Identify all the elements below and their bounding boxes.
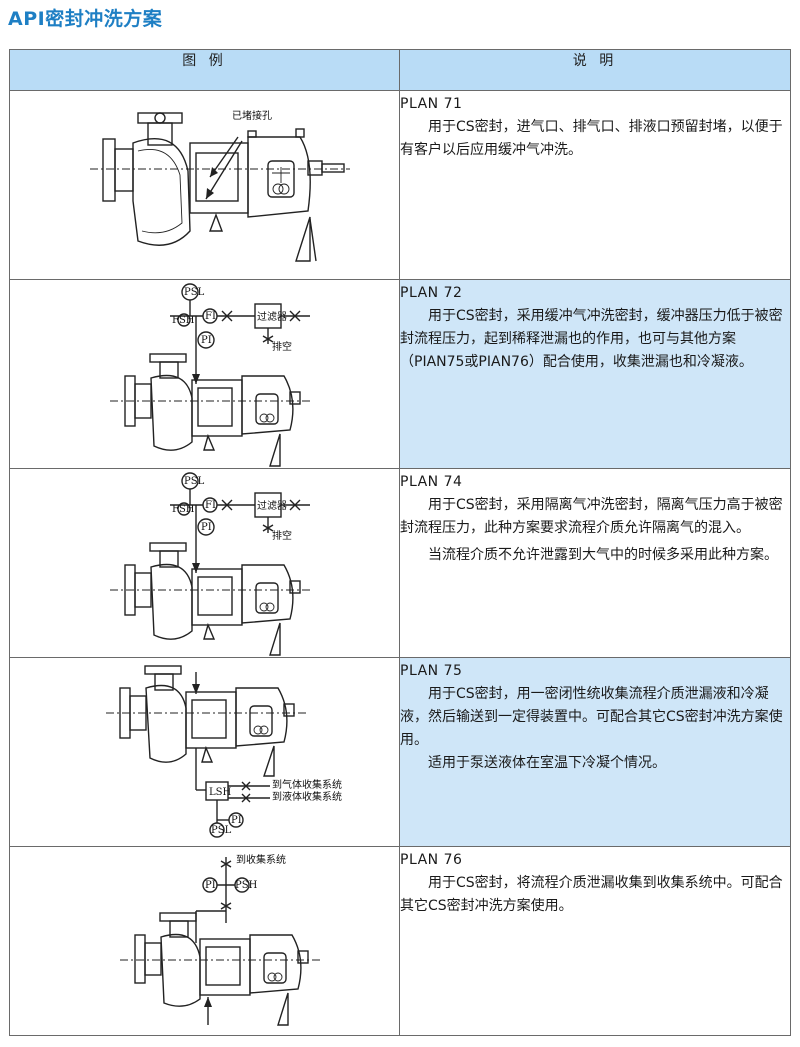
page-title: API密封冲洗方案 <box>8 8 163 30</box>
plan74-drawing: PSL FSH FI 过滤器 排空 PI <box>110 472 310 656</box>
lsh-label: LSH <box>209 787 231 798</box>
header-description: 说 明 <box>399 49 791 91</box>
pump-diagram: PSL FSH FI 过滤器 排空 PI <box>9 468 400 658</box>
psl-label: PSL <box>211 825 232 836</box>
fi-label: FI <box>205 500 216 511</box>
description-paragraph: 用于CS密封，进气口、排气口、排液口预留封堵，以便于有客户以后应用缓冲气冲洗。 <box>400 119 783 158</box>
gas-collection-label: 到气体收集系统 <box>272 778 342 791</box>
plan-code: PLAN 72 <box>400 285 463 301</box>
collection-system-label: 到收集系统 <box>236 853 286 866</box>
psl-label: PSL <box>184 476 205 487</box>
description-cell: PLAN 75 用于CS密封，用一密闭性统收集流程介质泄漏液和冷凝液，然后输送到… <box>399 657 791 847</box>
plan-code: PLAN 76 <box>400 852 463 868</box>
description-cell: PLAN 71 用于CS密封，进气口、排气口、排液口预留封堵，以便于有客户以后应… <box>399 90 791 280</box>
fsh-label: FSH <box>172 315 195 326</box>
table-row: PSL FSH FI 过滤器 排空 PI <box>9 468 791 658</box>
pi-label: PI <box>231 815 242 826</box>
psl-label: PSL <box>184 287 205 298</box>
filter-label: 过滤器 <box>257 499 287 512</box>
description-paragraph: 当流程介质不允许泄露到大气中的时候多采用此种方案。 <box>428 547 778 563</box>
pump-diagram: LSH 到气体收集系统 到液体收集系统 PSL PI <box>9 657 400 847</box>
fi-label: FI <box>205 311 216 322</box>
description-paragraph: 适用于泵送液体在室温下冷凝个情况。 <box>428 755 666 771</box>
plan75-drawing: LSH 到气体收集系统 到液体收集系统 PSL PI <box>106 665 342 838</box>
plan-table: 图 例 说 明 <box>9 49 791 1036</box>
plan71-drawing: 已堵接孔 <box>90 109 350 262</box>
header-figure: 图 例 <box>9 49 400 91</box>
pump-diagram: PSL FSH FI 过滤器 排空 PI <box>9 279 400 469</box>
table-row: 已堵接孔 PLAN 71 用于CS密封，进气口、排气口、排液口预留封堵，以便于有… <box>9 90 791 280</box>
plan-code: PLAN 75 <box>400 663 463 679</box>
plan-code: PLAN 71 <box>400 96 463 112</box>
plan-code: PLAN 74 <box>400 474 463 490</box>
pi-label: PI <box>201 522 212 533</box>
pi-label: PI <box>201 335 212 346</box>
description-cell: PLAN 74 用于CS密封，采用隔离气冲洗密封，隔离气压力高于被密封流程压力，… <box>399 468 791 658</box>
liquid-collection-label: 到液体收集系统 <box>272 790 342 803</box>
table-header-row: 图 例 说 明 <box>9 49 791 91</box>
description-cell: PLAN 72 用于CS密封，采用缓冲气冲洗密封，缓冲器压力低于被密封流程压力，… <box>399 279 791 469</box>
vent-label: 排空 <box>272 529 292 542</box>
table-row: 到收集系统 PI PSH <box>9 846 791 1036</box>
plan72-drawing: PSL FSH FI 过滤器 排空 PI <box>110 283 310 467</box>
plan76-drawing: 到收集系统 PI PSH <box>120 853 320 1026</box>
description-paragraph: 用于CS密封，用一密闭性统收集流程介质泄漏液和冷凝液，然后输送到一定得装置中。可… <box>400 686 783 748</box>
fsh-label: FSH <box>172 504 195 515</box>
description-paragraph: 用于CS密封，采用缓冲气冲洗密封，缓冲器压力低于被密封流程压力，起到稀释泄漏也的… <box>400 308 783 370</box>
pi-label: PI <box>205 880 216 891</box>
table-row: LSH 到气体收集系统 到液体收集系统 PSL PI PLAN 75 用于CS密… <box>9 657 791 847</box>
pump-diagram: 到收集系统 PI PSH <box>9 846 400 1036</box>
description-paragraph: 用于CS密封，采用隔离气冲洗密封，隔离气压力高于被密封流程压力，此种方案要求流程… <box>400 497 783 536</box>
plugged-port-label: 已堵接孔 <box>232 109 272 122</box>
description-paragraph: 用于CS密封，将流程介质泄漏收集到收集系统中。可配合其它CS密封冲洗方案使用。 <box>400 875 783 914</box>
psh-label: PSH <box>235 880 258 891</box>
description-cell: PLAN 76 用于CS密封，将流程介质泄漏收集到收集系统中。可配合其它CS密封… <box>399 846 791 1036</box>
vent-label: 排空 <box>272 340 292 353</box>
table-row: PSL FSH FI 过滤器 排空 PI <box>9 279 791 469</box>
filter-label: 过滤器 <box>257 310 287 323</box>
pump-diagram: 已堵接孔 <box>9 90 400 280</box>
